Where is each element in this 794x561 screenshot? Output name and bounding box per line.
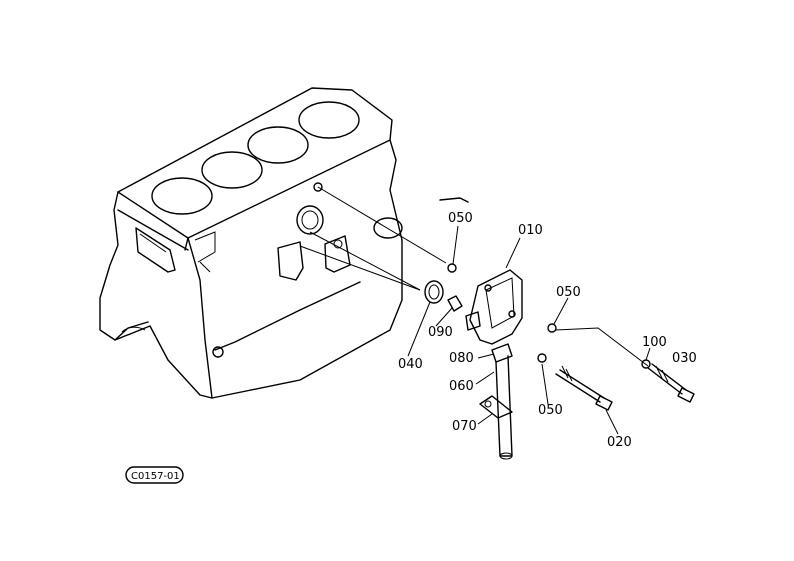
callout-050-top: 050 (448, 211, 473, 226)
drawing-code-badge: C0157-01 (125, 466, 184, 484)
callout-010: 010 (518, 223, 543, 238)
callout-050-right: 050 (556, 285, 581, 300)
drawing-code: C0157-01 (131, 471, 180, 482)
leader-lines (407, 225, 651, 435)
callout-030: 030 (672, 351, 697, 366)
engine-block (99, 87, 447, 399)
callout-060: 060 (449, 379, 474, 394)
callout-070: 070 (452, 419, 477, 434)
callout-090: 090 (428, 325, 453, 340)
callout-080: 080 (449, 351, 474, 366)
callout-050-lower: 050 (538, 403, 563, 418)
callout-020: 020 (607, 435, 632, 450)
oil-pump-assembly (424, 197, 695, 460)
callout-040: 040 (398, 357, 423, 372)
callout-labels: 010 020 030 040 050 050 050 060 070 080 … (398, 211, 697, 450)
callout-100: 100 (642, 335, 667, 350)
